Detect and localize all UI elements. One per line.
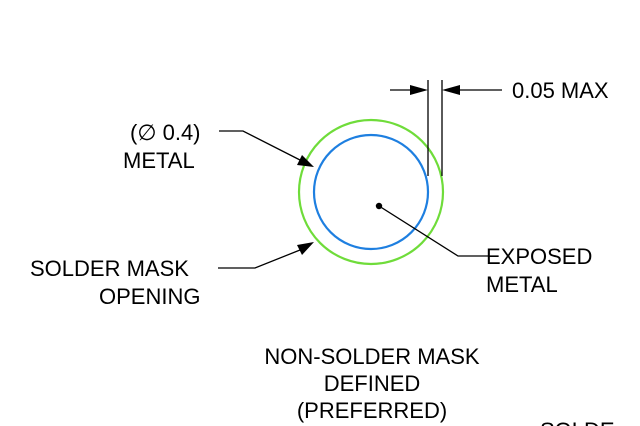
caption-line1: NON-SOLDER MASK [264,344,479,369]
solder-mask-label-line1: SOLDER MASK [30,256,189,281]
caption-line2: DEFINED [324,371,421,396]
metal-leader-arrow [297,155,314,167]
exposed-metal-leader-line [378,205,488,257]
solder-mask-leader-arrow [297,242,314,255]
cut-off-caption: SOLDE [540,418,615,426]
dimension-label: 0.05 MAX [512,78,609,103]
metal-label: METAL [123,148,195,173]
dimension-arrow-right [442,85,460,95]
solder-mask-label-line2: OPENING [99,284,200,309]
metal-pad-circle [312,133,430,251]
solder-mask-opening-circle [297,118,445,266]
exposed-label-line1: EXPOSED [486,244,592,269]
metal-leader-line [219,130,301,161]
solder-mask-leader-line [218,249,301,269]
exposed-label-line2: METAL [486,272,558,297]
caption-line3: (PREFERRED) [297,398,447,423]
metal-diameter-label: (∅ 0.4) [130,120,201,145]
dimension-arrow-left [410,85,428,95]
